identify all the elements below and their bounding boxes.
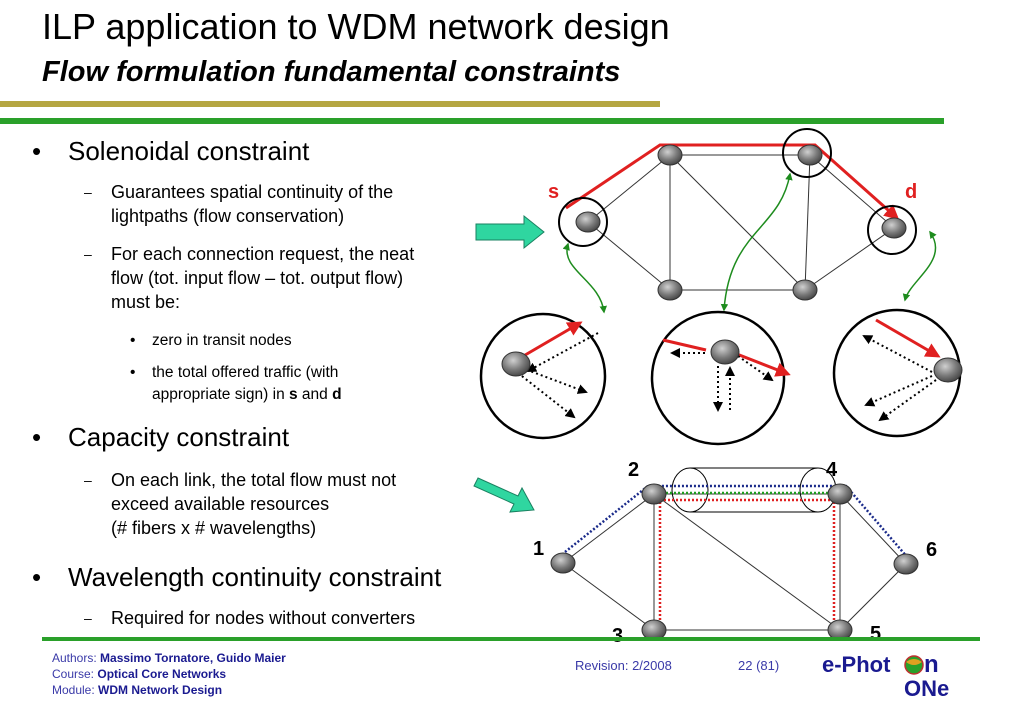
highlight-circle-d: [867, 205, 917, 255]
label-d: d: [905, 181, 917, 203]
connector-transit: [720, 172, 793, 312]
sub-bullet-continuity: – Guarantees spatial continuity of the l…: [84, 180, 511, 228]
footer-course-label: Course:: [52, 667, 98, 681]
logo-globe-icon: [904, 655, 924, 675]
bottom-network-links: [562, 493, 907, 631]
sub-bullet-capacity: – On each link, the total flow must not …: [84, 468, 511, 540]
bullet-solenoidal: • Solenoidal constraint: [32, 136, 310, 167]
footer-module-label: Module:: [52, 683, 99, 697]
item-offered-s: s: [289, 386, 298, 403]
item-offered-line2: appropriate sign) in s and d: [152, 384, 452, 406]
label-s: s: [548, 181, 559, 203]
sub-bullet-neat-flow-line1: For each connection request, the neat: [111, 244, 415, 264]
footer-line: [42, 637, 980, 641]
connector-d: [902, 230, 937, 302]
footer-authors-label: Authors:: [52, 651, 101, 665]
item-offered-line2-text: appropriate sign) in: [152, 386, 289, 403]
bullet-solenoidal-label: Solenoidal constraint: [68, 136, 310, 166]
title-underline-green: [0, 118, 944, 124]
item-dot: •: [130, 364, 136, 381]
item-offered-d: d: [332, 386, 342, 403]
lightpath-blue: [564, 484, 909, 559]
sub-bullet-capacity-line2: exceed available resources: [111, 494, 330, 514]
zoom-source: [479, 312, 607, 440]
logo-text-ephot: e-Phot: [822, 652, 891, 677]
logo-text-one: ONe: [904, 676, 949, 700]
sub-bullet-dash: –: [84, 472, 92, 488]
sub-bullet-continuity-line1: Guarantees spatial continuity of the: [111, 182, 394, 202]
bullet-dot: •: [32, 136, 42, 166]
zoom-destination: [832, 308, 963, 438]
bottom-label-4: 4: [826, 459, 838, 481]
bullet-capacity: • Capacity constraint: [32, 422, 290, 453]
item-offered-and: and: [297, 386, 333, 403]
item-transit-text: zero in transit nodes: [152, 332, 292, 349]
bottom-node-4: [827, 483, 853, 505]
sub-bullet-neat-flow: – For each connection request, the neat …: [84, 242, 521, 314]
highlight-circle-transit: [782, 128, 832, 178]
bullet-dot: •: [32, 562, 42, 592]
bottom-label-1: 1: [533, 538, 544, 560]
bottom-node-2: [641, 483, 667, 505]
top-node-a: [657, 144, 683, 166]
footer-course: Course: Optical Core Networks: [52, 667, 226, 681]
item-dot: •: [130, 332, 136, 349]
ephoton-one-logo: e-Phot n ONe: [822, 651, 949, 700]
item-transit: • zero in transit nodes: [130, 330, 292, 352]
bullet-capacity-label: Capacity constraint: [68, 422, 290, 452]
bullet-dot: •: [32, 422, 42, 452]
bottom-label-3: 3: [612, 625, 623, 647]
footer-authors-value: Massimo Tornatore, Guido Maier: [100, 651, 286, 665]
connector-s: [562, 242, 607, 314]
bullet-wavelength: • Wavelength continuity constraint: [32, 562, 442, 593]
sub-bullet-capacity-line3: (# fibers x # wavelengths): [111, 518, 317, 538]
sub-bullet-neat-flow-line2: flow (tot. input flow – tot. output flow…: [111, 268, 404, 288]
top-lightpath: [565, 143, 900, 220]
sub-bullet-dash: –: [84, 246, 92, 262]
sub-bullet-continuity-line2: lightpaths (flow conservation): [111, 206, 345, 226]
logo-text-n: n: [924, 651, 939, 678]
title-underline-olive: [0, 101, 660, 107]
footer-module-value: WDM Network Design: [98, 683, 223, 697]
lightpath-red: [658, 498, 836, 636]
footer-course-value: Optical Core Networks: [97, 667, 227, 681]
footer-revision: Revision: 2/2008: [575, 658, 672, 673]
top-node-d: [881, 217, 907, 239]
sub-bullet-dash: –: [84, 610, 92, 626]
bottom-node-6: [893, 553, 919, 575]
sub-bullet-capacity-line1: On each link, the total flow must not: [111, 470, 397, 490]
sub-bullet-wavelength-line1: Required for nodes without converters: [111, 608, 416, 628]
bottom-label-5: 5: [870, 623, 881, 645]
top-node-c: [657, 279, 683, 301]
bullet-wavelength-label: Wavelength continuity constraint: [68, 562, 442, 592]
item-offered-traffic: • the total offered traffic (with approp…: [130, 362, 452, 406]
bottom-node-1: [550, 552, 576, 574]
bottom-label-6: 6: [926, 539, 937, 561]
zoom-transit: [650, 310, 791, 446]
highlight-circle-s: [558, 197, 608, 247]
top-node-e: [792, 279, 818, 301]
top-node-s: [575, 211, 601, 233]
top-network-links: [587, 154, 895, 291]
footer-module: Module: WDM Network Design: [52, 683, 222, 697]
bottom-label-2: 2: [628, 459, 639, 481]
top-node-b: [797, 144, 823, 166]
fiber-cylinder: [671, 467, 837, 513]
sub-bullet-wavelength: – Required for nodes without converters: [84, 606, 521, 630]
item-offered-line1: the total offered traffic (with: [152, 364, 339, 381]
footer-authors: Authors: Massimo Tornatore, Guido Maier: [52, 651, 286, 665]
sub-bullet-dash: –: [84, 184, 92, 200]
page-title: ILP application to WDM network design: [42, 6, 670, 47]
page-subtitle: Flow formulation fundamental constraints: [42, 56, 621, 88]
footer-page-number: 22 (81): [738, 658, 780, 673]
sub-bullet-neat-flow-line3: must be:: [111, 292, 181, 312]
top-network-nodes: [575, 144, 907, 301]
bottom-network-nodes: [550, 483, 919, 641]
